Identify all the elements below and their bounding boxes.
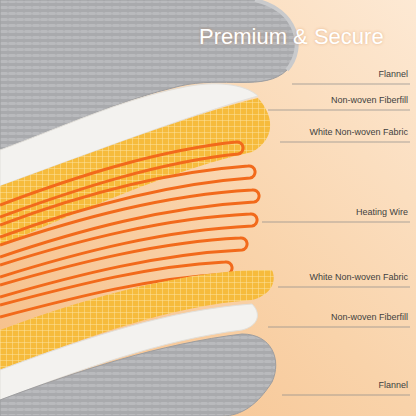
layer-label: White Non-woven Fabric xyxy=(309,272,408,283)
leader-line xyxy=(262,84,410,395)
layer-label: Flannel xyxy=(378,69,408,80)
layer-label: Non-woven Fiberfill xyxy=(331,312,408,323)
layer-label: White Non-woven Fabric xyxy=(309,127,408,138)
fabric-layer xyxy=(0,98,270,246)
flannel-layer xyxy=(0,334,276,416)
layer-label: Heating Wire xyxy=(356,207,408,218)
title: Premium & Secure xyxy=(199,24,384,50)
layer-label: Flannel xyxy=(378,380,408,391)
layer-label: Non-woven Fiberfill xyxy=(331,95,408,106)
